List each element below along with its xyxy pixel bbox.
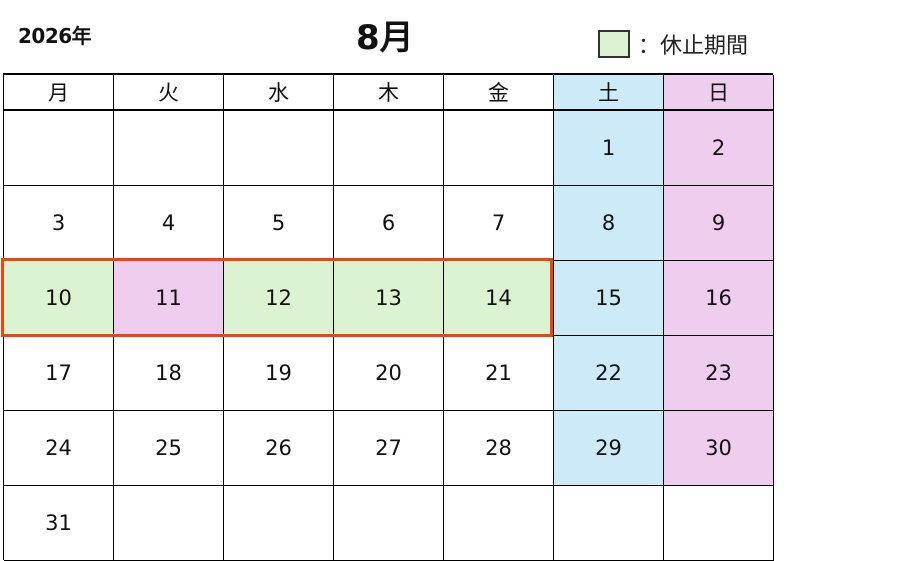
weekday-header-wed: 水 xyxy=(224,75,334,111)
day-cell xyxy=(664,486,774,561)
year-label: 2026年 xyxy=(18,24,92,48)
day-cell: 28 xyxy=(444,411,554,486)
day-cell: 7 xyxy=(444,186,554,261)
legend-label: ：休止期間 xyxy=(638,34,749,59)
day-cell: 9 xyxy=(664,186,774,261)
day-cell: 29 xyxy=(554,411,664,486)
day-cell xyxy=(334,111,444,186)
day-cell: 5 xyxy=(224,186,334,261)
day-cell: 13 xyxy=(334,261,444,336)
day-cell: 17 xyxy=(4,336,114,411)
day-cell: 10 xyxy=(4,261,114,336)
day-cell: 4 xyxy=(114,186,224,261)
week-row: 31 xyxy=(4,486,774,561)
day-cell: 12 xyxy=(224,261,334,336)
day-cell xyxy=(444,111,554,186)
weekday-header-mon: 月 xyxy=(4,75,114,111)
day-cell: 26 xyxy=(224,411,334,486)
day-cell: 19 xyxy=(224,336,334,411)
day-cell xyxy=(444,486,554,561)
day-cell xyxy=(4,111,114,186)
day-cell: 23 xyxy=(664,336,774,411)
day-cell xyxy=(334,486,444,561)
day-cell: 3 xyxy=(4,186,114,261)
month-title: 8月 xyxy=(356,18,414,58)
day-cell: 15 xyxy=(554,261,664,336)
weekday-header-sun: 日 xyxy=(664,75,774,111)
day-cell xyxy=(554,486,664,561)
day-cell: 16 xyxy=(664,261,774,336)
day-cell: 14 xyxy=(444,261,554,336)
weekday-header-fri: 金 xyxy=(444,75,554,111)
week-row: 17 18 19 20 21 22 23 xyxy=(4,336,774,411)
day-cell: 21 xyxy=(444,336,554,411)
weekday-header-row: 月 火 水 木 金 土 日 xyxy=(4,75,774,111)
day-cell xyxy=(224,486,334,561)
day-cell: 1 xyxy=(554,111,664,186)
week-row: 3 4 5 6 7 8 9 xyxy=(4,186,774,261)
calendar-grid: 月 火 水 木 金 土 日 1 2 3 4 5 6 7 8 9 10 11 12… xyxy=(3,73,774,561)
week-row: 10 11 12 13 14 15 16 xyxy=(4,261,774,336)
week-row: 1 2 xyxy=(4,111,774,186)
day-cell: 18 xyxy=(114,336,224,411)
day-cell: 24 xyxy=(4,411,114,486)
day-cell xyxy=(114,486,224,561)
day-cell: 25 xyxy=(114,411,224,486)
weekday-header-sat: 土 xyxy=(554,75,664,111)
legend: ：休止期間 xyxy=(598,28,748,60)
day-cell: 22 xyxy=(554,336,664,411)
day-cell xyxy=(224,111,334,186)
weekday-header-thu: 木 xyxy=(334,75,444,111)
weekday-header-tue: 火 xyxy=(114,75,224,111)
day-cell: 20 xyxy=(334,336,444,411)
day-cell: 2 xyxy=(664,111,774,186)
day-cell: 27 xyxy=(334,411,444,486)
day-cell: 30 xyxy=(664,411,774,486)
day-cell: 6 xyxy=(334,186,444,261)
day-cell: 31 xyxy=(4,486,114,561)
legend-swatch xyxy=(598,30,630,58)
day-cell xyxy=(114,111,224,186)
week-row: 24 25 26 27 28 29 30 xyxy=(4,411,774,486)
day-cell: 11 xyxy=(114,261,224,336)
day-cell: 8 xyxy=(554,186,664,261)
